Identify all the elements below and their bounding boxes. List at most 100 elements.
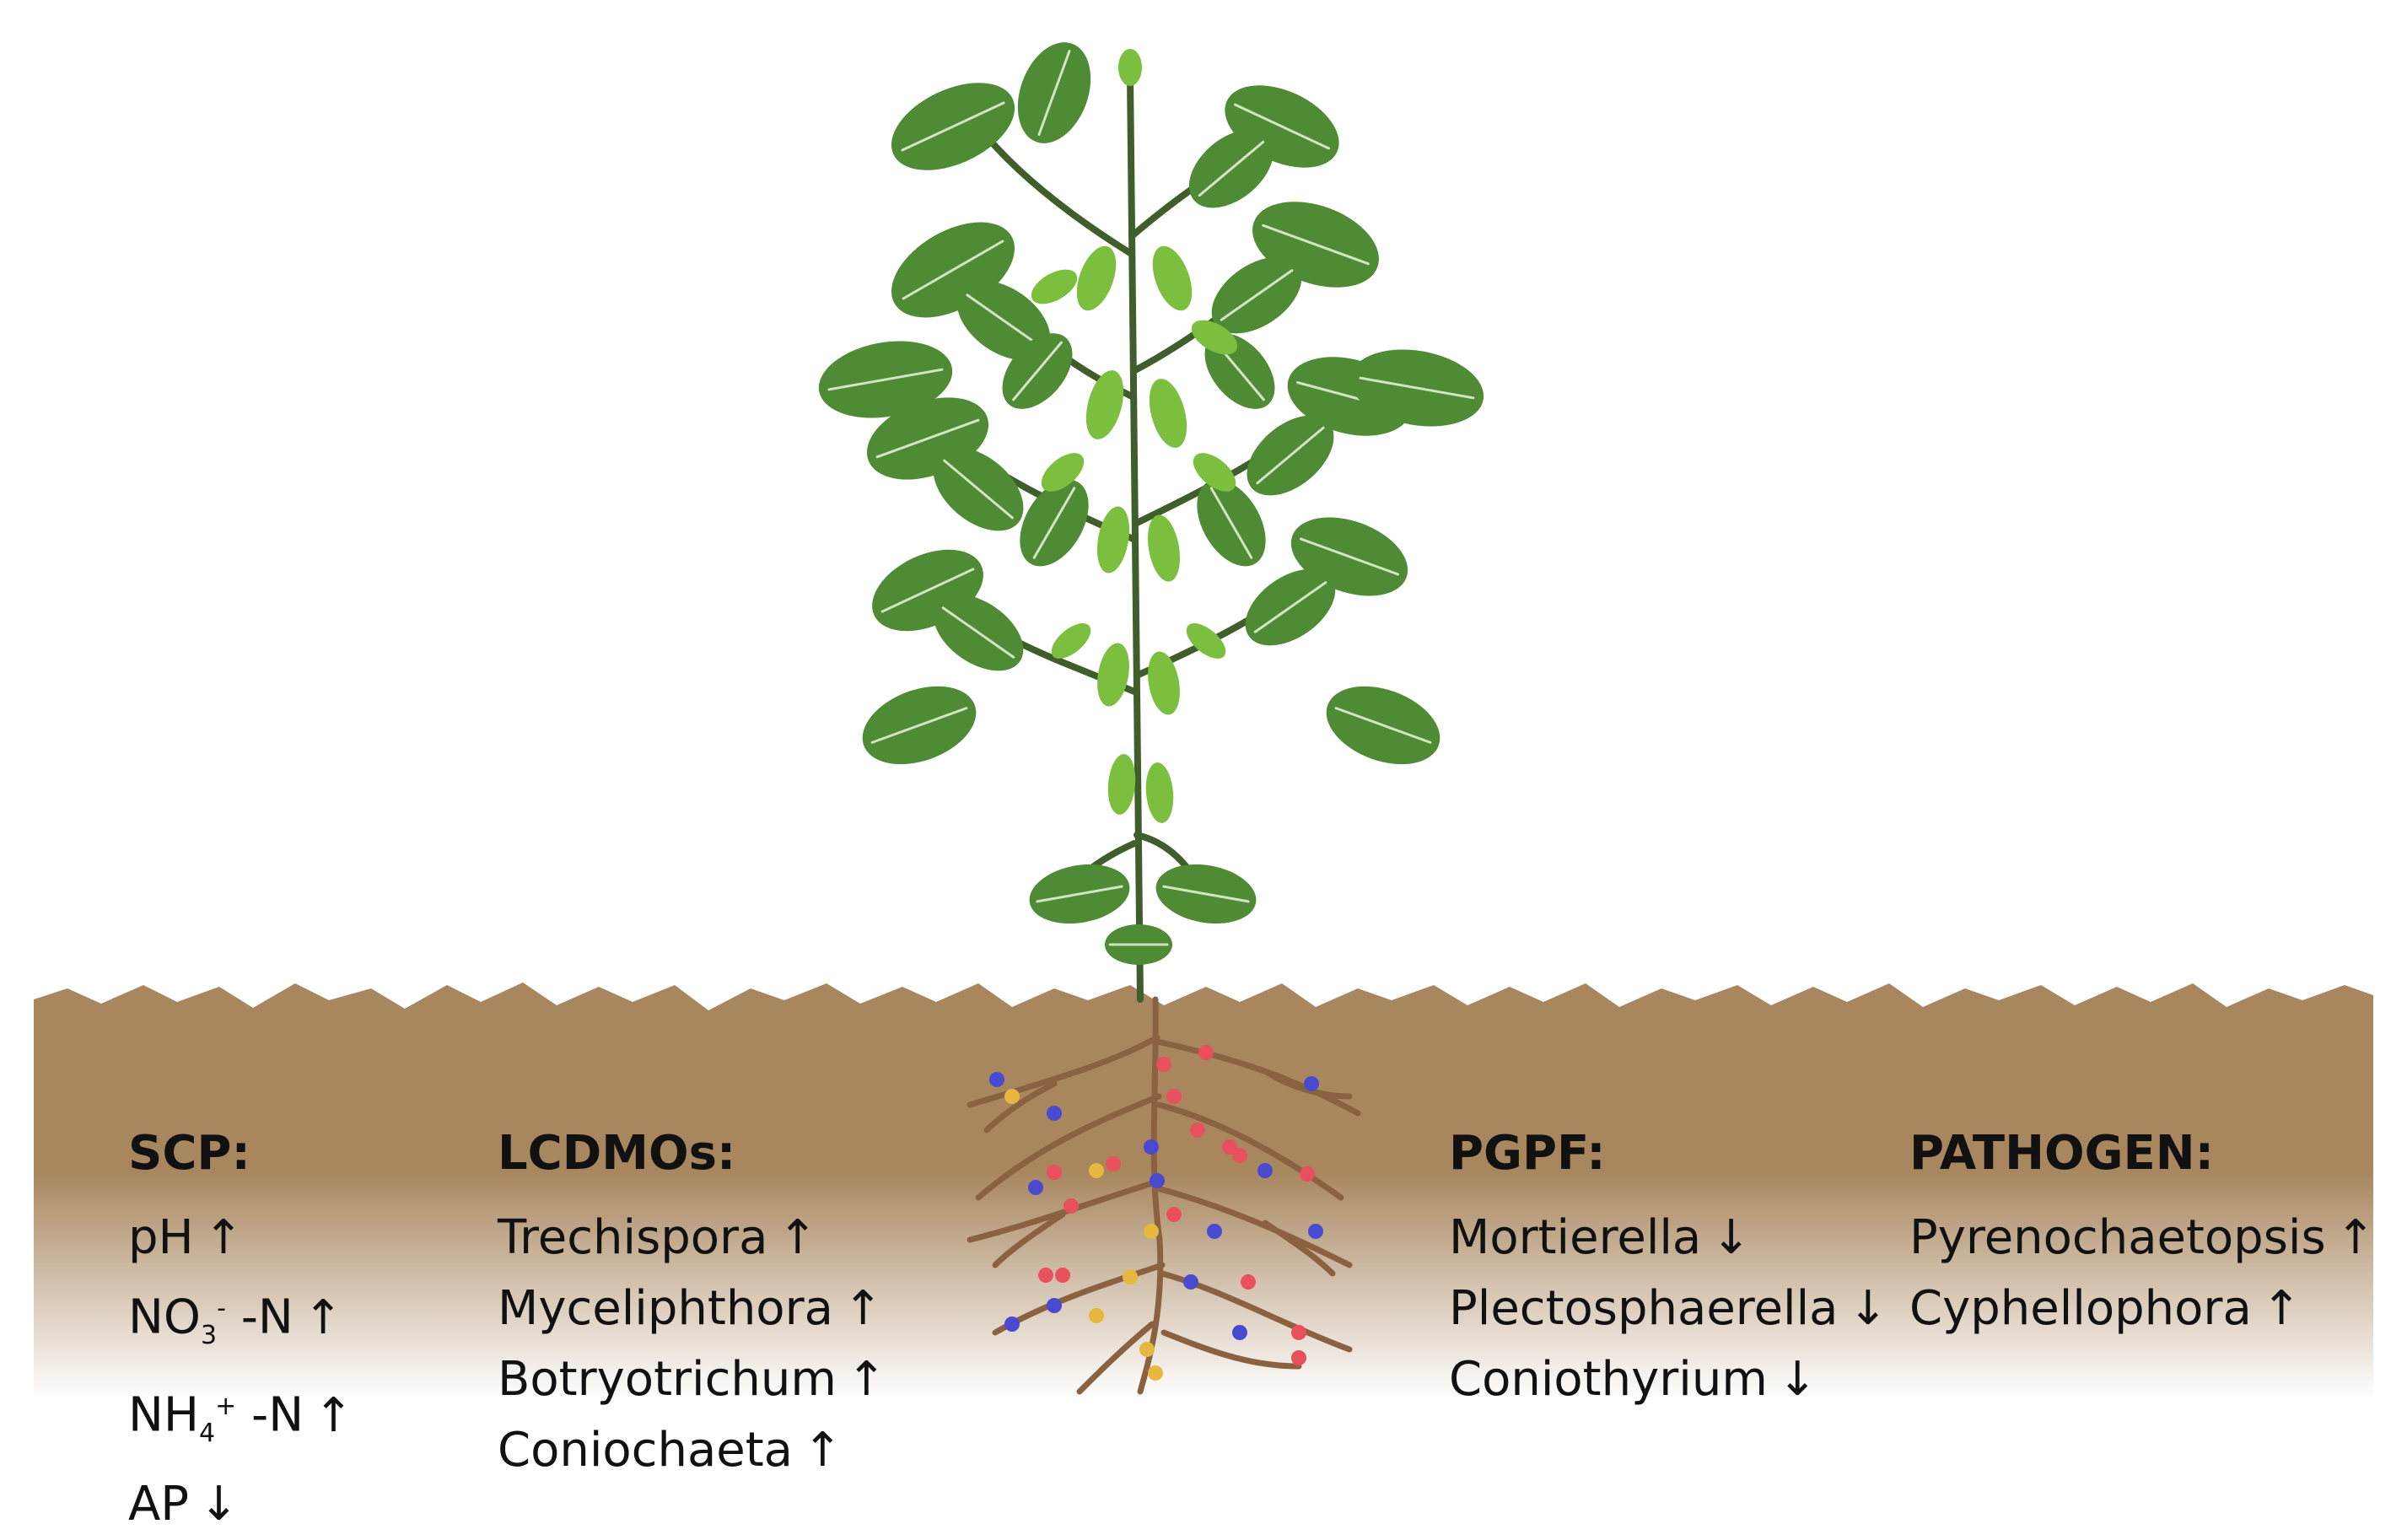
scp-item-text: 4 xyxy=(199,1418,216,1448)
pgpf-group: PGPF: Mortierella↓Plectosphaerella↓Conio… xyxy=(1449,1130,1887,1415)
microbe-dot xyxy=(1308,1224,1323,1239)
scp-item: pH↑ xyxy=(128,1203,353,1273)
stem-branch xyxy=(1127,73,1144,1003)
lcdmos-item-text: Botryotrichum xyxy=(498,1352,837,1407)
leaf-vein xyxy=(1162,885,1250,903)
leaf-vein xyxy=(1299,537,1400,576)
down-arrow-icon: ↓ xyxy=(199,1476,239,1532)
microbe-dot xyxy=(1106,1156,1121,1171)
microbe-dot xyxy=(1047,1106,1062,1121)
microbe-dot xyxy=(1156,1057,1171,1072)
leaf-bud xyxy=(1118,49,1142,86)
microbe-dot xyxy=(1144,1139,1159,1155)
leaf xyxy=(1107,754,1136,815)
pathogen-item: Pyrenochaetopsis↑ xyxy=(1909,1203,2376,1273)
leaf-vein xyxy=(827,368,944,391)
leaf-vein xyxy=(966,293,1042,347)
up-arrow-icon: ↑ xyxy=(846,1352,886,1407)
scp-item: NH4+ -N↑ xyxy=(128,1371,353,1469)
microbe-dot xyxy=(1038,1268,1053,1283)
root-branch xyxy=(1154,1038,1361,1117)
microbe-dot xyxy=(1291,1325,1306,1340)
microbe-dot xyxy=(1304,1076,1319,1091)
scp-item-text: pH xyxy=(128,1210,194,1265)
microbe-dot xyxy=(1207,1224,1222,1239)
leaf-vein xyxy=(1198,140,1265,197)
leaf-vein xyxy=(1256,426,1325,485)
scp-item-text: + xyxy=(215,1391,237,1421)
leaf-vein xyxy=(1234,103,1330,150)
leaf-vein xyxy=(902,240,1004,300)
up-arrow-icon: ↑ xyxy=(843,1281,883,1336)
up-arrow-icon: ↑ xyxy=(203,1210,244,1265)
leaf xyxy=(1041,453,1085,492)
leaf-vein xyxy=(1253,581,1327,633)
soil-layer xyxy=(34,983,2373,1400)
microbe-dot xyxy=(1063,1198,1079,1214)
pgpf-heading: PGPF: xyxy=(1449,1126,1606,1181)
scp-group: SCP: pH↑NO3- -N↑NH4+ -N↑AP↓ xyxy=(128,1130,353,1540)
microbe-dot xyxy=(1047,1298,1062,1313)
scp-item-text: - xyxy=(217,1294,226,1323)
microbe-dot xyxy=(1183,1274,1198,1290)
lcdmos-item: Trechispora↑ xyxy=(498,1203,886,1273)
root-branch xyxy=(975,1093,1162,1201)
scp-item: NO3- -N↑ xyxy=(128,1273,353,1371)
leaf-vein xyxy=(1209,487,1253,559)
down-arrow-icon: ↓ xyxy=(1777,1352,1817,1407)
leaf xyxy=(1147,514,1181,582)
leaf-vein xyxy=(880,568,975,613)
microbe-dot xyxy=(1166,1207,1182,1222)
leaf-vein xyxy=(1334,707,1432,744)
leaf xyxy=(1152,245,1193,311)
up-arrow-icon: ↑ xyxy=(803,1423,843,1478)
microbe-dot xyxy=(1148,1365,1163,1381)
leaf-vein xyxy=(1037,49,1071,137)
soybean-plant xyxy=(818,42,1484,1003)
lcdmos-item-text: Trechispora xyxy=(498,1210,768,1265)
pgpf-items: Mortierella↓Plectosphaerella↓Coniothyriu… xyxy=(1449,1203,1887,1415)
leaf xyxy=(1145,762,1174,823)
pgpf-item: Mortierella↓ xyxy=(1449,1203,1887,1273)
microbe-dot xyxy=(1232,1325,1247,1340)
leaf xyxy=(1097,643,1129,707)
up-arrow-icon: ↑ xyxy=(303,1290,343,1345)
scp-item-text: 3 xyxy=(200,1320,218,1350)
pgpf-item: Plectosphaerella↓ xyxy=(1449,1273,1887,1344)
root-branch xyxy=(1155,1101,1344,1201)
leaf-vein xyxy=(1220,269,1294,321)
leaf xyxy=(1149,379,1187,448)
scp-items: pH↑NO3- -N↑NH4+ -N↑AP↓ xyxy=(128,1203,353,1540)
microbe-dot xyxy=(1222,1139,1237,1155)
microbe-dot xyxy=(1232,1148,1247,1163)
leaf xyxy=(1076,245,1117,311)
pgpf-item: Coniothyrium↓ xyxy=(1449,1344,1887,1415)
scp-item: AP↓ xyxy=(128,1469,353,1540)
leaf-vein xyxy=(901,101,1005,152)
scp-heading: SCP: xyxy=(128,1126,250,1181)
scp-item-suffix: -N xyxy=(236,1387,304,1443)
root-branch xyxy=(983,1080,1058,1133)
microbe-dot xyxy=(1150,1173,1165,1188)
scp-item-text: NO xyxy=(128,1290,201,1345)
root-branch xyxy=(992,1211,1066,1268)
plant-soil-scene xyxy=(34,42,2373,1400)
microbe-dot xyxy=(1166,1089,1182,1104)
leaf-vein xyxy=(943,459,1014,520)
leaf-vein xyxy=(870,707,968,744)
leaf-vein xyxy=(1359,376,1475,400)
leaf xyxy=(1096,506,1130,573)
up-arrow-icon: ↑ xyxy=(2335,1210,2376,1265)
scp-item-suffix: -N xyxy=(225,1290,293,1345)
leaf xyxy=(1051,623,1091,659)
up-arrow-icon: ↑ xyxy=(314,1387,354,1443)
up-arrow-icon: ↑ xyxy=(778,1210,818,1265)
root-branch xyxy=(967,1034,1160,1108)
root-branch xyxy=(1157,1186,1353,1268)
leaf-vein xyxy=(1036,885,1123,903)
leaf xyxy=(1148,651,1180,715)
pgpf-item-text: Mortierella xyxy=(1449,1210,1702,1265)
microbe-dot xyxy=(1190,1123,1205,1138)
microbe-dot xyxy=(1123,1269,1138,1284)
microbe-dot xyxy=(1241,1274,1256,1290)
